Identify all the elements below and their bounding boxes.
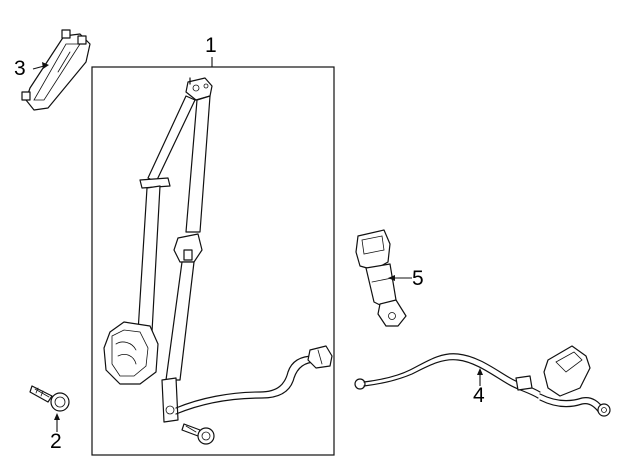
callout-2: 2 [50,430,62,453]
callout-2-arrowhead [54,413,60,420]
part-2-bolt [29,385,70,412]
part-4-buckle-harness [354,345,611,417]
callout-4-arrowhead [477,368,483,375]
callout-3-arrowhead [42,62,49,69]
part-5-buckle [355,229,407,327]
callout-4: 4 [473,384,485,407]
callout-3-leader [32,65,45,70]
callout-5: 5 [412,267,424,290]
callout-5-arrowhead [388,275,395,281]
part-3-height-adjuster [21,29,91,111]
callout-3: 3 [14,57,26,80]
part-1-frame [91,66,335,456]
part-1-seat-belt-assembly [103,77,333,423]
part-1-mount-bolt [181,423,215,445]
callout-1: 1 [205,34,217,57]
